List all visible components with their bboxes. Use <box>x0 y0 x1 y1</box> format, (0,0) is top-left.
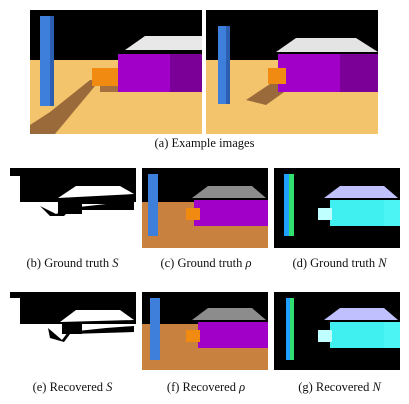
caption-g: (g) Recovered N <box>298 380 381 394</box>
example-image-1 <box>30 10 202 134</box>
panel-recovered-shading <box>10 292 136 370</box>
caption-example-images: (a) Example images <box>0 136 409 151</box>
caption-d: (d) Ground truth N <box>292 256 387 270</box>
panel-ground-truth-shading <box>10 168 136 248</box>
caption-b: (b) Ground truth S <box>26 256 119 270</box>
caption-e: (e) Recovered S <box>32 380 113 394</box>
caption-f: (f) Recovered ρ <box>166 380 246 394</box>
panel-ground-truth-normals <box>274 168 400 248</box>
panel-recovered-albedo <box>142 292 268 370</box>
panel-recovered-normals <box>274 292 400 370</box>
example-image-2 <box>206 10 378 134</box>
caption-c: (c) Ground truth ρ <box>160 256 252 270</box>
panel-ground-truth-albedo <box>142 168 268 248</box>
caption-text: (a) Example images <box>154 136 255 150</box>
